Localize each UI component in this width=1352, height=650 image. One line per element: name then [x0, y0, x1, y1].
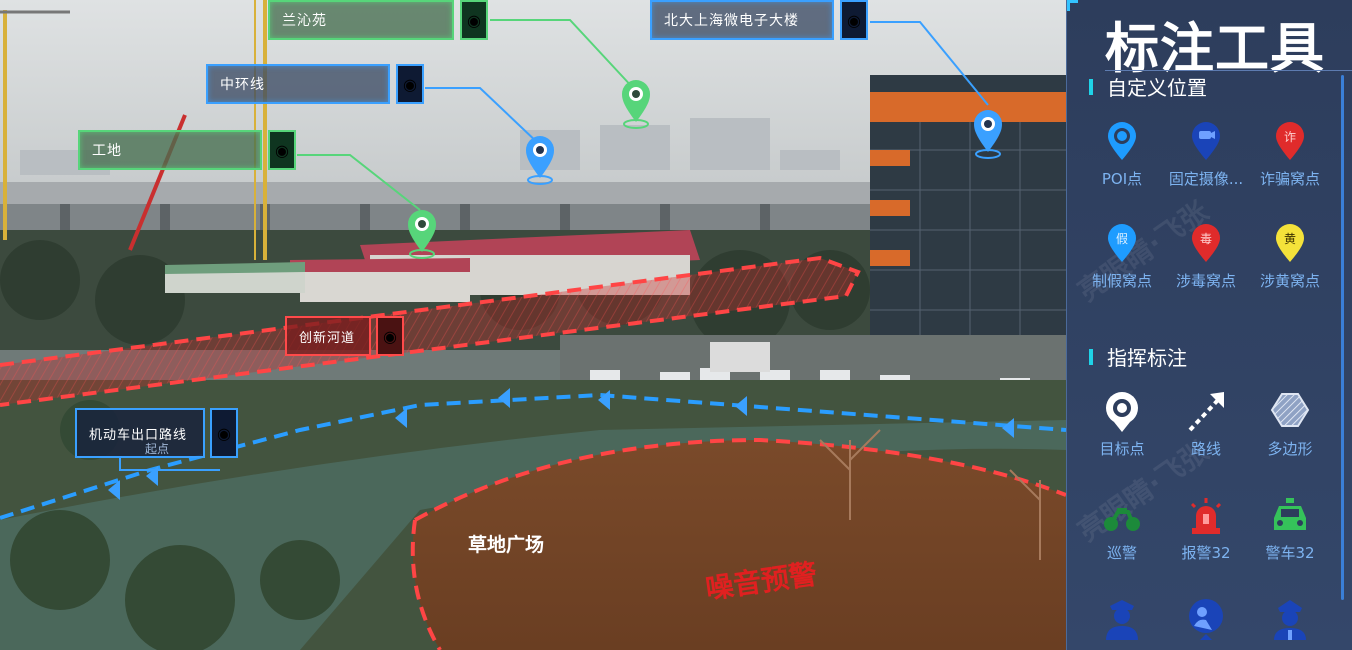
police-badge-icon [1189, 599, 1223, 640]
target-point-icon [1106, 392, 1138, 432]
glyph-text: 诈 [1284, 130, 1296, 144]
start-point-label: 起点 [145, 442, 170, 456]
label-text: 北大上海微电子大楼 [664, 13, 799, 29]
tool-police-officer[interactable] [1082, 596, 1162, 640]
police-officer-cap-icon [1274, 600, 1306, 640]
tool-label: 路线 [1190, 440, 1221, 458]
label-zhonghuanxian[interactable]: 中环线 [206, 64, 390, 104]
tool-label: 涉毒窝点 [1175, 272, 1236, 290]
panel-title: 标注工具 [1105, 17, 1325, 80]
counterfeit-den-icon: 假 [1108, 224, 1136, 262]
label-text: 创新河道 [299, 330, 356, 346]
label-camera-icon[interactable]: ◉ [396, 64, 424, 104]
tool-label: 制假窝点 [1091, 272, 1152, 290]
section-command-annotation: 指挥标注 [1089, 342, 1187, 371]
tool-target-point[interactable]: 目标点 [1082, 390, 1162, 459]
polygon-icon [1270, 393, 1310, 427]
poi-icon [1108, 122, 1136, 160]
tool-label: 诈骗窝点 [1259, 170, 1320, 188]
label-beida[interactable]: 北大上海微电子大楼 [650, 0, 834, 40]
annotation-tool-panel: 亮眼睛·飞张 亮眼睛·飞张 标注工具 自定义位置 POI点 固定摄像... 诈 … [1066, 0, 1352, 650]
tool-label: 多边形 [1267, 440, 1313, 458]
label-text: 兰沁苑 [282, 13, 327, 29]
label-jidongche[interactable]: 机动车出口路线 [75, 408, 205, 458]
title-underline [1105, 70, 1352, 71]
tool-route[interactable]: 路线 [1166, 390, 1246, 459]
fixed-camera-icon [1192, 122, 1220, 160]
tool-poi[interactable]: POI点 [1082, 120, 1162, 189]
tool-porn-den[interactable]: 黄 涉黄窝点 [1250, 222, 1330, 291]
label-text: 机动车出口路线 [89, 427, 188, 443]
tool-police-badge[interactable] [1166, 596, 1246, 640]
tool-label: 涉黄窝点 [1259, 272, 1320, 290]
label-lanqinyuan[interactable]: 兰沁苑 [268, 0, 454, 40]
tool-label: 警车32 [1265, 544, 1315, 562]
porn-den-icon: 黄 [1276, 224, 1304, 262]
police-car-icon [1274, 498, 1306, 530]
tool-label: 固定摄像... [1168, 170, 1244, 188]
label-camera-icon[interactable]: ◉ [268, 130, 296, 170]
label-camera-icon[interactable]: ◉ [460, 0, 488, 40]
panel-corner-decoration [1067, 0, 1078, 11]
drug-den-icon: 毒 [1192, 224, 1220, 262]
tool-polygon[interactable]: 多边形 [1250, 390, 1330, 459]
tool-patrol[interactable]: 巡警 [1082, 494, 1162, 563]
alarm-siren-icon [1190, 498, 1222, 534]
map-pin-blue-icon[interactable] [524, 134, 556, 186]
panel-scrollbar[interactable] [1341, 75, 1344, 600]
route-arrow-icon [1188, 392, 1224, 432]
tool-drug-den[interactable]: 毒 涉毒窝点 [1166, 222, 1246, 291]
map-pin-green-icon[interactable] [406, 208, 438, 260]
section-title-text: 指挥标注 [1107, 346, 1187, 370]
tool-police-officer-cap[interactable] [1250, 596, 1330, 640]
map-pin-blue-icon[interactable] [972, 108, 1004, 160]
label-text: 中环线 [220, 77, 265, 93]
fraud-den-icon: 诈 [1276, 122, 1304, 160]
tool-alarm[interactable]: 报警32 [1166, 494, 1246, 563]
label-gongdi[interactable]: 工地 [78, 130, 262, 170]
label-text: 工地 [92, 143, 122, 159]
tool-police-car[interactable]: 警车32 [1250, 494, 1330, 563]
police-officer-icon [1106, 600, 1138, 640]
tool-label: 报警32 [1181, 544, 1231, 562]
glyph-text: 毒 [1200, 232, 1212, 246]
label-chuangxin[interactable]: 创新河道 [285, 316, 371, 356]
section-title-text: 自定义位置 [1107, 76, 1207, 100]
tool-fraud-den[interactable]: 诈 诈骗窝点 [1250, 120, 1330, 189]
label-camera-icon[interactable]: ◉ [210, 408, 238, 458]
section-custom-location: 自定义位置 [1089, 72, 1207, 101]
map-pin-green-icon[interactable] [620, 78, 652, 130]
tool-label: 目标点 [1099, 440, 1145, 458]
scene-background [0, 0, 1066, 650]
tool-counterfeit-den[interactable]: 假 制假窝点 [1082, 222, 1162, 291]
tool-label: POI点 [1101, 170, 1143, 188]
glyph-text: 假 [1116, 232, 1128, 246]
label-camera-icon[interactable]: ◉ [840, 0, 868, 40]
label-camera-icon[interactable]: ◉ [376, 316, 404, 356]
tool-label: 巡警 [1106, 544, 1137, 562]
tool-fixed-camera[interactable]: 固定摄像... [1166, 120, 1246, 189]
glyph-text: 黄 [1284, 232, 1296, 246]
patrol-motorcycle-icon [1104, 508, 1140, 531]
live-camera-scene[interactable]: 兰沁苑 ◉ 中环线 ◉ 工地 ◉ 北大上海微电子大楼 ◉ 创新河道 ◉ 机动车出… [0, 0, 1066, 650]
grass-plaza-label: 草地广场 [468, 534, 545, 556]
